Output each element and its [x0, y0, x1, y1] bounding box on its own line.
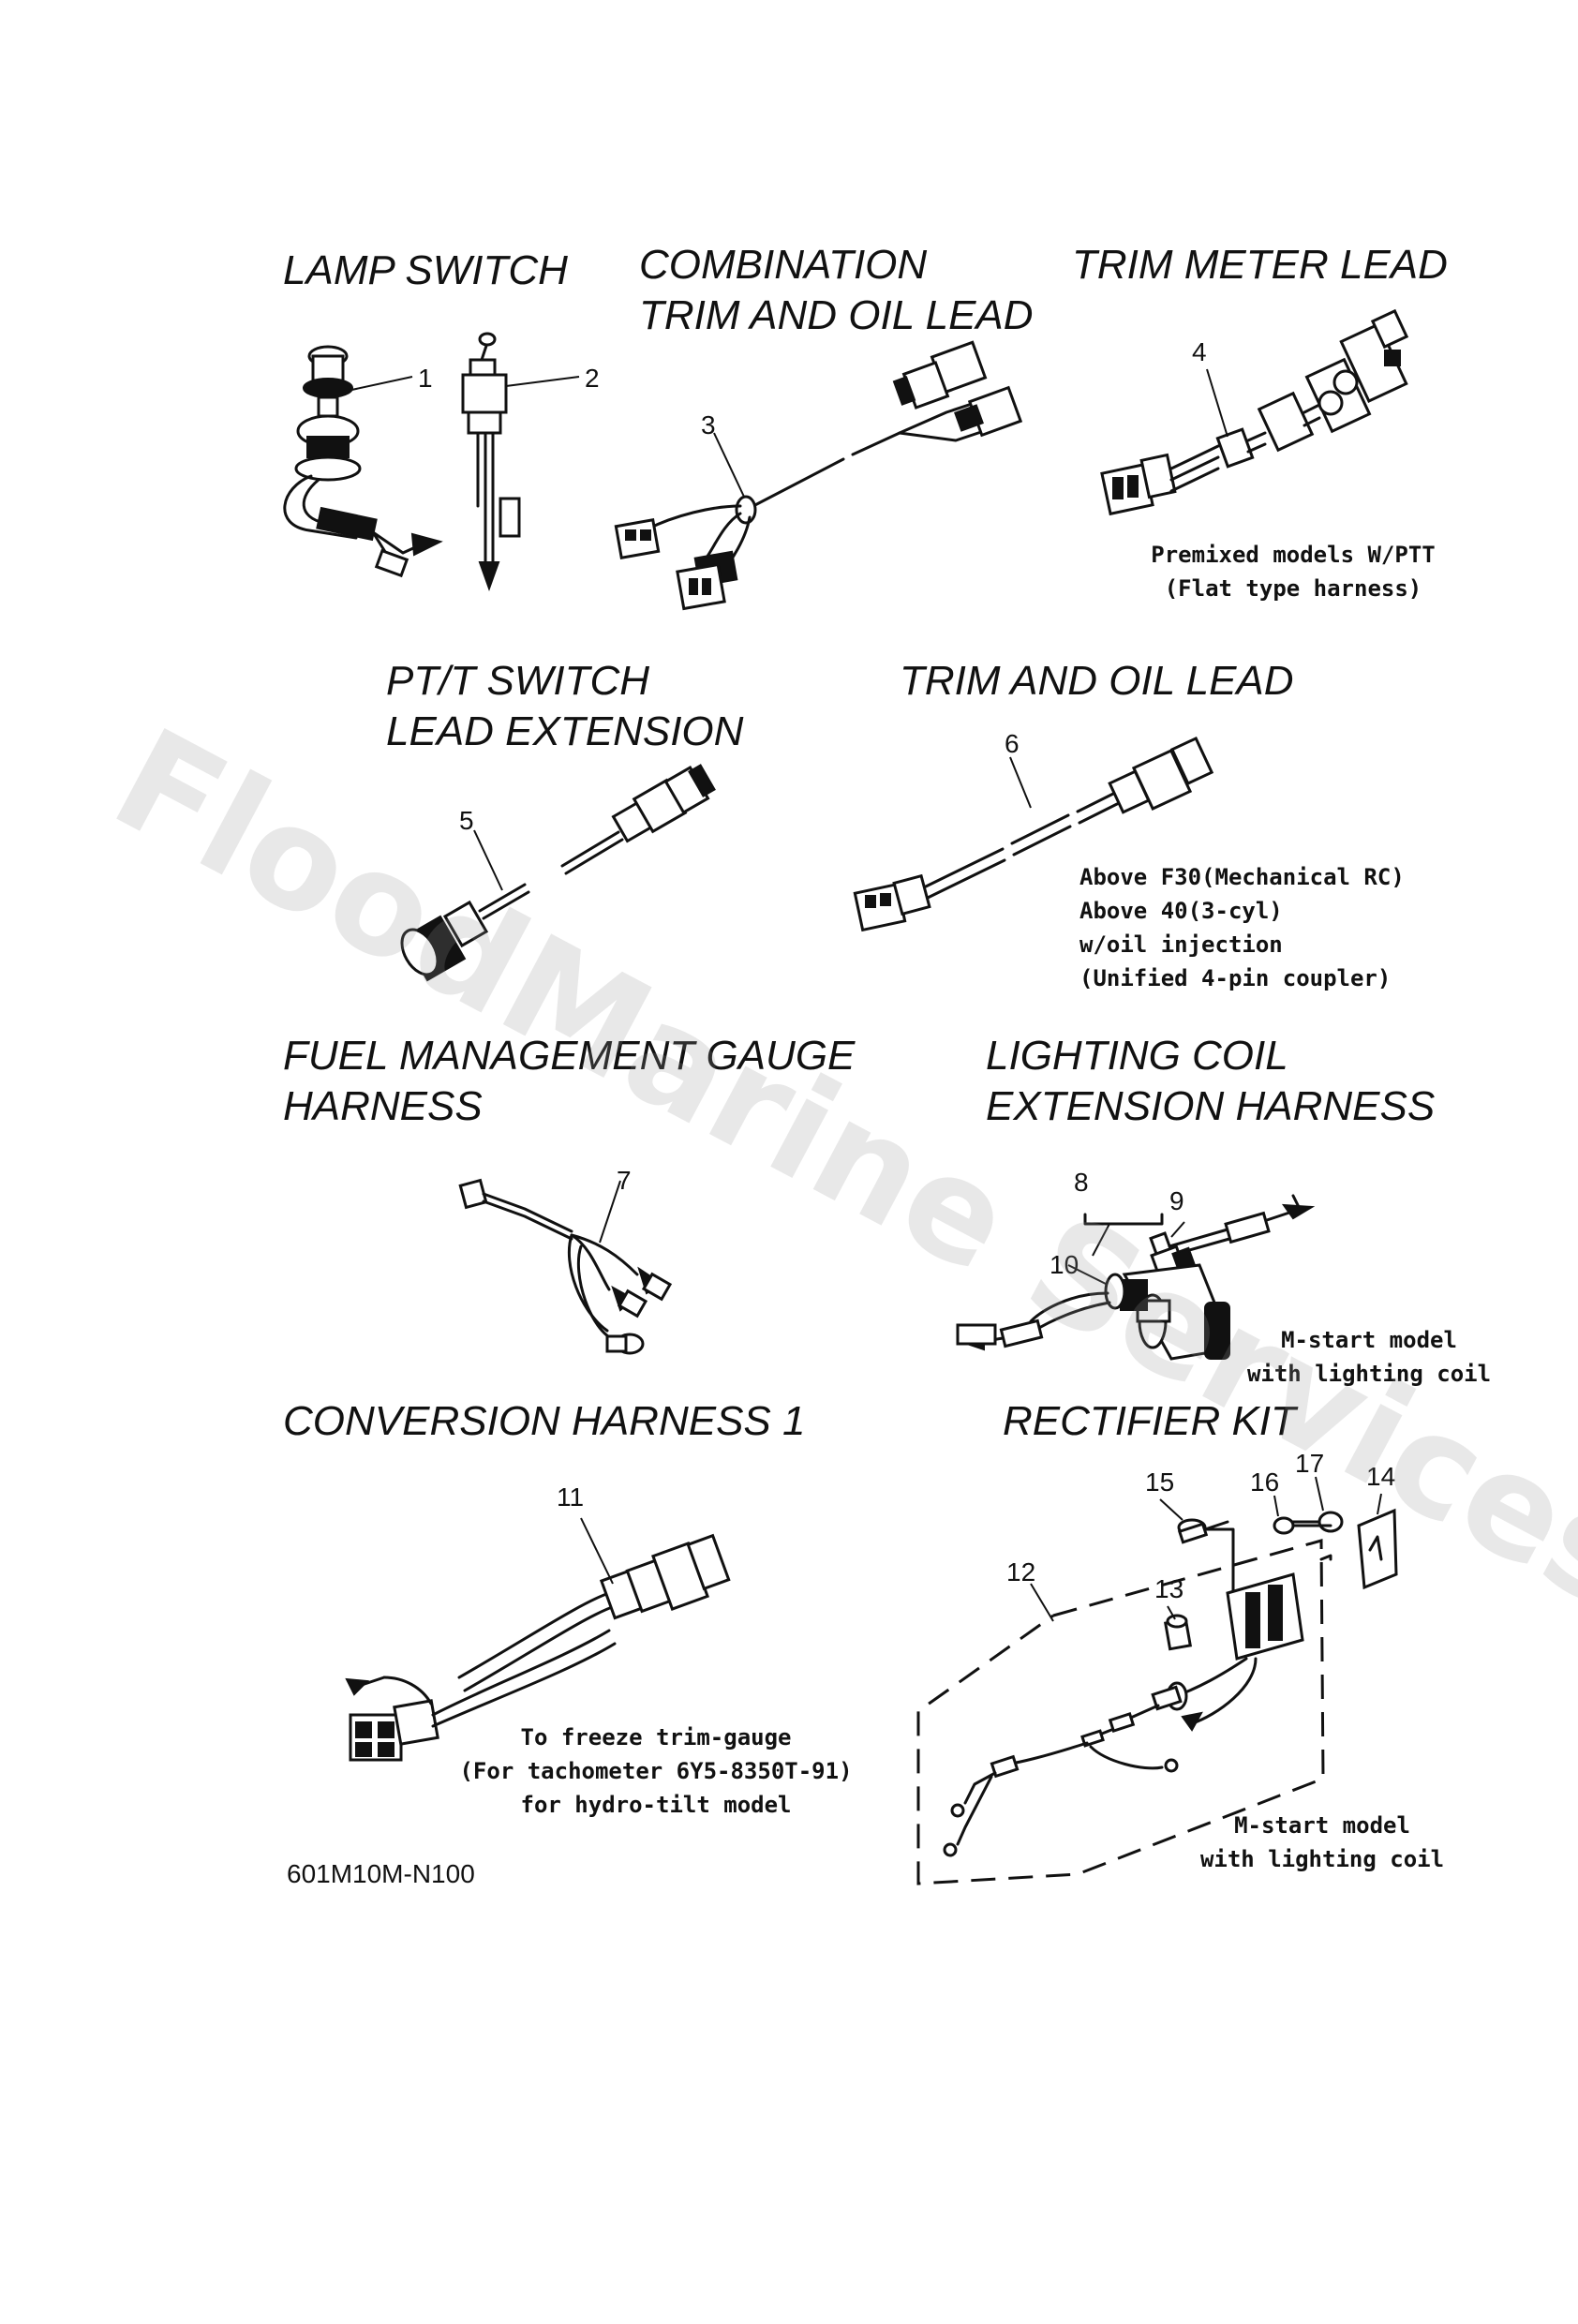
- title-conversion-harness: CONVERSION HARNESS 1: [283, 1398, 806, 1444]
- part-number-8: 8: [1074, 1168, 1089, 1197]
- part-number-4: 4: [1192, 337, 1207, 366]
- title-trim-and-oil-lead: TRIM AND OIL LEAD: [900, 658, 1294, 704]
- part-number-2: 2: [585, 364, 600, 393]
- part-number-5: 5: [459, 806, 474, 835]
- note-mstart-rectifier: M-start model: [1234, 1812, 1410, 1839]
- note-above-line: (Unified 4-pin coupler): [1079, 965, 1392, 991]
- part-number-15: 15: [1145, 1467, 1175, 1497]
- note-mstart-line: with lighting coil: [1246, 1361, 1492, 1387]
- title-combination-line1: COMBINATION: [639, 242, 928, 288]
- note-above-line: w/oil injection: [1079, 931, 1283, 958]
- note-above-line: Above 40(3-cyl): [1079, 898, 1283, 924]
- part-number-17: 17: [1295, 1449, 1325, 1478]
- title-rectifier-kit: RECTIFIER KIT: [1003, 1398, 1296, 1444]
- part-number-11: 11: [557, 1482, 585, 1512]
- diagram-code: 601M10M-N100: [287, 1859, 475, 1888]
- lamp-switch-push-illustration: [283, 345, 443, 578]
- rectifier-kit-illustration: [916, 1476, 1398, 1885]
- title-lamp-switch: LAMP SWITCH: [283, 247, 568, 293]
- fuel-harness-illustration: [458, 1178, 673, 1355]
- part-number-7: 7: [617, 1166, 632, 1195]
- part-number-9: 9: [1169, 1186, 1184, 1215]
- title-ptt-line2: LEAD EXTENSION: [386, 708, 744, 754]
- part-number-14: 14: [1366, 1462, 1396, 1491]
- note-premixed-line: Premixed models W/PTT: [1151, 542, 1436, 568]
- note-freeze-line: (For tachometer 6Y5-8350T-91): [459, 1758, 853, 1784]
- note-above-line: Above F30(Mechanical RC): [1079, 864, 1405, 890]
- note-mstart-line: M-start model: [1281, 1327, 1457, 1353]
- note-premixed: Premixed models W/PTT (Flat type harness…: [1124, 538, 1462, 605]
- note-freeze-line: To freeze trim-gauge: [520, 1724, 792, 1750]
- note-freeze-line: for hydro-tilt model: [520, 1792, 792, 1818]
- ptt-extension-illustration: [400, 764, 716, 982]
- note-mstart-rectifier: with lighting coil: [1199, 1846, 1445, 1872]
- title-ptt-line1: PT/T SWITCH: [386, 658, 650, 704]
- title-combination-line2: TRIM AND OIL LEAD: [639, 292, 1034, 338]
- part-number-10: 10: [1050, 1250, 1079, 1279]
- note-premixed-line: (Flat type harness): [1164, 575, 1422, 602]
- title-trim-meter-lead: TRIM METER LEAD: [1072, 242, 1448, 288]
- conversion-harness-illustration: [345, 1517, 731, 1762]
- note-above: Above F30(Mechanical RC) Above 40(3-cyl)…: [1079, 860, 1405, 995]
- part-number-3: 3: [701, 410, 716, 439]
- trim-oil-lead-illustration: [853, 736, 1214, 932]
- part-number-6: 6: [1005, 729, 1020, 758]
- title-fuel-line1: FUEL MANAGEMENT GAUGE: [283, 1033, 856, 1079]
- title-lighting-line1: LIGHTING COIL: [986, 1033, 1288, 1079]
- lamp-switch-toggle-illustration: [461, 332, 580, 591]
- note-mstart-lighting: M-start model with lighting coil: [1243, 1323, 1496, 1391]
- combination-lead-illustration: [614, 340, 1023, 611]
- note-freeze: To freeze trim-gauge (For tachometer 6Y5…: [440, 1721, 871, 1822]
- part-number-16: 16: [1250, 1467, 1280, 1497]
- part-number-12: 12: [1006, 1557, 1036, 1587]
- lighting-coil-illustration: [956, 1194, 1316, 1361]
- title-fuel-line2: HARNESS: [283, 1083, 483, 1129]
- part-number-1: 1: [418, 364, 433, 393]
- trim-meter-lead-illustration: [1100, 308, 1409, 516]
- title-lighting-line2: EXTENSION HARNESS: [986, 1083, 1436, 1129]
